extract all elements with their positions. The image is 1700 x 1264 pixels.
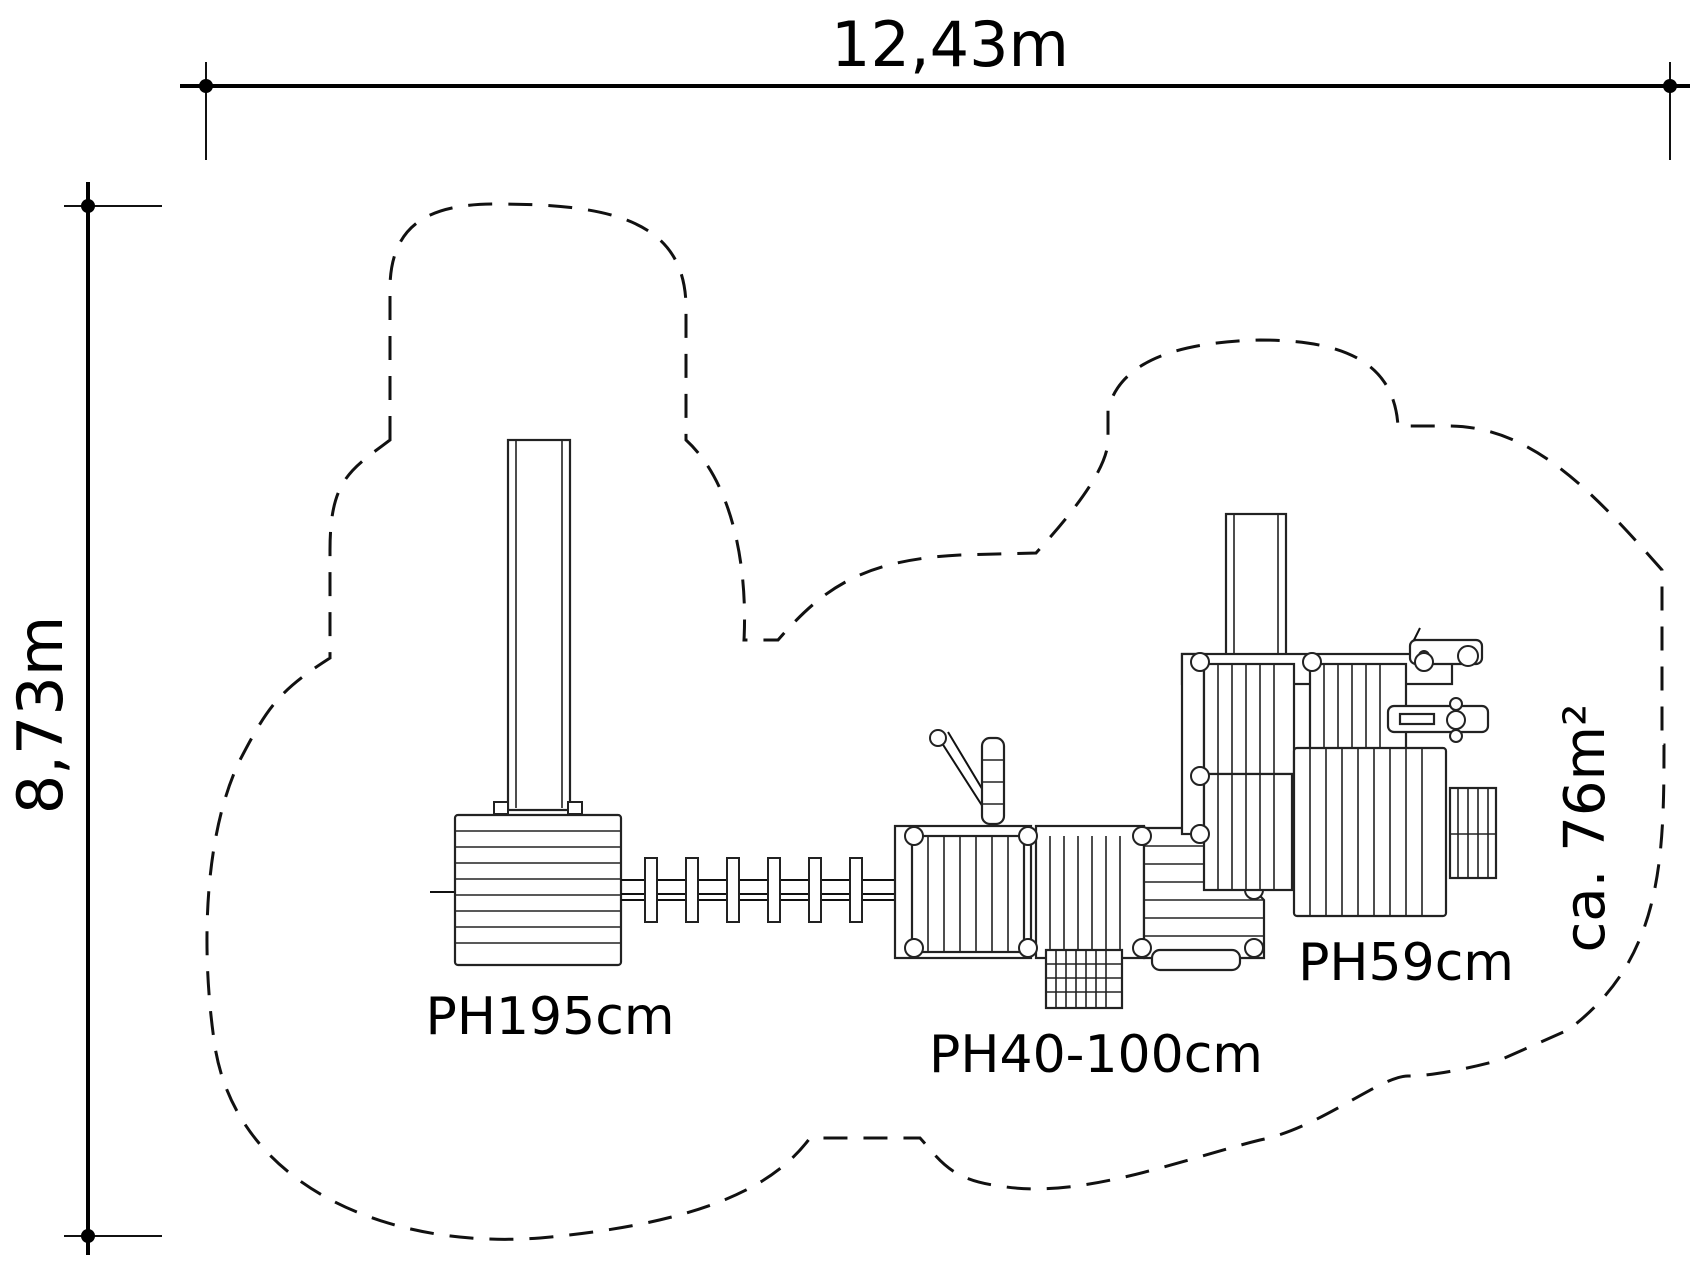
label-ph195: PH195cm (426, 987, 675, 1047)
area-label: ca. 76m² (1553, 704, 1618, 953)
label-ph59: PH59cm (1298, 933, 1514, 993)
platform-deck-ph59 (1292, 746, 1448, 918)
safety-area-outline (205, 202, 1666, 1241)
long-slide (506, 438, 572, 812)
bridge (621, 857, 900, 923)
height-label: 8,73m (4, 616, 77, 814)
width-label: 12,43m (831, 8, 1069, 81)
tower-ph59 (1180, 512, 1498, 918)
width-dimension: 12,43m (180, 8, 1690, 160)
short-slide (1224, 512, 1288, 674)
height-dimension: 8,73m (4, 182, 162, 1255)
tower-ph40-100 (893, 729, 1266, 1010)
label-ph40-100: PH40-100cm (929, 1025, 1263, 1085)
climbing-net (1044, 948, 1124, 1010)
tower-ph195 (430, 438, 623, 967)
